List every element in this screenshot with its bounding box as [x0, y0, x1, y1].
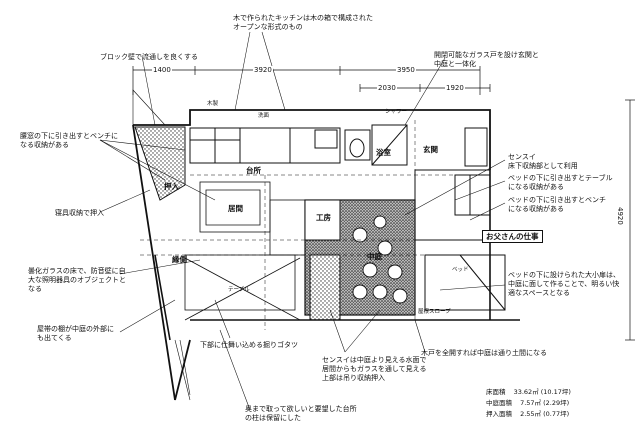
- room-hall: 玄関: [423, 145, 438, 154]
- dim-top-1: 1400: [152, 66, 172, 74]
- room-work: 工房: [316, 213, 331, 222]
- room-kitchen-small: 木製: [207, 101, 219, 107]
- area-row-3: 押入面積 2.55㎡ (0.77坪): [486, 409, 569, 419]
- note-frosted-glass: 曇化ガラスの床で、防音壁に自 大な照明器具のオブジェクトと なる: [28, 267, 126, 293]
- room-closet: 押入: [164, 182, 179, 191]
- note-bed-bench: ベッドの下に引き出すとベンチ になる収納がある: [508, 196, 606, 213]
- study-label: お父さんの仕事: [482, 230, 543, 243]
- note-bed-table: ベッドの下に引き出すとテーブル になる収納がある: [508, 174, 613, 191]
- room-courtyard: 中庭: [367, 252, 382, 261]
- area-label-2: 中庭面積: [486, 399, 512, 407]
- area-value-3: 2.55㎡ (0.77坪): [520, 410, 570, 418]
- room-bath: 浴室: [376, 148, 391, 157]
- note-kitchen: 木で作られたキッチンは木の箱で構成された オープンな形式のもの: [233, 14, 373, 31]
- room-engawa: 縁側: [172, 255, 187, 264]
- note-block-wall: ブロック壁で流通しを良くする: [100, 53, 198, 61]
- dim-top-3: 3950: [396, 66, 416, 74]
- area-value-2: 7.57㎡ (2.29坪): [520, 399, 570, 407]
- note-lower-ceiling: 下部に仕舞い込める掘りゴタツ: [200, 341, 298, 349]
- area-label-3: 押入面積: [486, 410, 512, 418]
- room-living: 居間: [228, 204, 243, 213]
- area-row-1: 床面積 33.62㎡ (10.17坪): [486, 387, 571, 397]
- room-kitchen: 台所: [246, 166, 261, 175]
- area-label-1: 床面積: [486, 388, 506, 396]
- dim-top-2: 3920: [253, 66, 273, 74]
- note-window-bench: 腰窓の下に引き出すとベンチに なる収納がある: [20, 132, 118, 149]
- note-bed-space: ベッドの下に設けられた大小扉は、 中庭に面して作ることで、明るい快 適なスペース…: [508, 271, 620, 297]
- dim-inner-2: 1920: [445, 84, 465, 92]
- note-glass-door: 開閉可能なガラス戸を設け玄関と 中庭と一体化: [434, 51, 539, 68]
- note-wall-exterior: 屋帯の棚が中庭の外部に も出てくる: [37, 325, 114, 342]
- note-sensui: センスイ 床下収納部として利用: [508, 153, 578, 170]
- note-courtyard-door: 木戸を全開すれば中庭は通り土間になる: [421, 349, 547, 357]
- room-stairs: 屋根スロープ: [418, 309, 451, 315]
- room-shower: シャワー: [385, 109, 408, 115]
- dim-inner-1: 2030: [377, 84, 397, 92]
- room-study: お父さんの仕事: [482, 230, 543, 243]
- dim-height: 4920: [616, 207, 624, 225]
- room-sink: 洗面: [258, 113, 270, 119]
- area-value-1: 33.62㎡ (10.17坪): [513, 388, 571, 396]
- note-kitchen-column: 奥まで取って欲しいと要望した台所 の柱は保留にした: [245, 405, 357, 422]
- note-sensui-glass: センスイは中庭より見える水面で 居間からもガラスを通して見える 上部は吊り収納押…: [322, 356, 427, 382]
- area-row-2: 中庭面積 7.57㎡ (2.29坪): [486, 398, 569, 408]
- note-futon: 寝具収納で押入: [55, 209, 104, 217]
- room-bed: ベッド: [452, 267, 469, 273]
- room-table: テーブル: [228, 287, 250, 293]
